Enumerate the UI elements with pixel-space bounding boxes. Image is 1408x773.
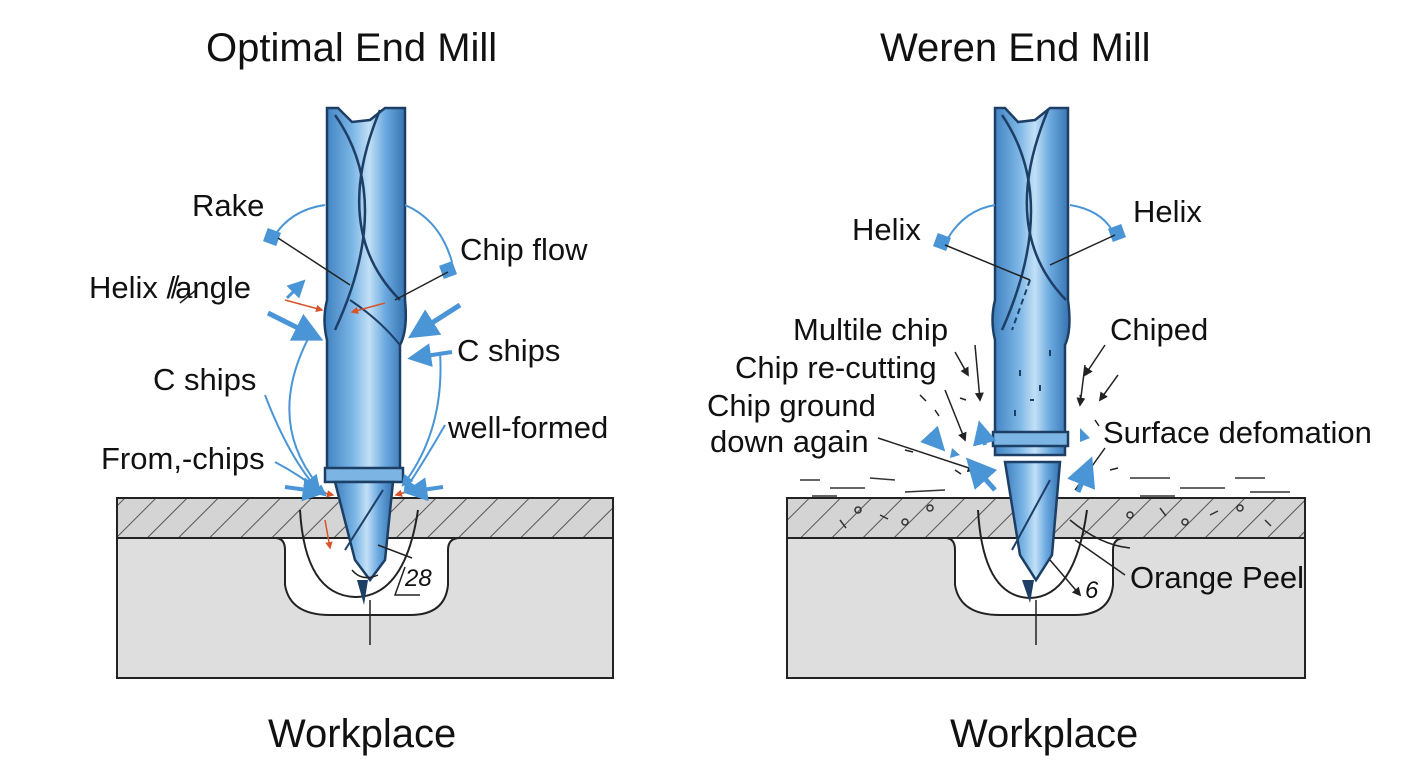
left-end-mill: [323, 106, 408, 605]
label-rake: Rake: [192, 188, 265, 223]
left-annotations: [179, 204, 462, 596]
label-from-chips: From,-chips: [101, 441, 265, 476]
label-helix-left: Helix: [852, 212, 921, 247]
label-chiped: Chiped: [1110, 312, 1209, 347]
label-c-ships-left: C ships: [153, 362, 257, 397]
angle-value-left: 28: [405, 565, 432, 592]
label-chip-flow: Chip flow: [460, 232, 588, 267]
left-panel-title: Optimal End Mill: [206, 26, 498, 70]
right-workpiece-label: Workplace: [950, 712, 1139, 756]
angle-value-right: 6: [1085, 577, 1099, 604]
right-annotations: [877, 204, 1131, 597]
label-helix-right: Helix: [1133, 194, 1202, 229]
right-end-mill: [991, 106, 1071, 603]
label-surface-deformation: Surface defomation: [1103, 415, 1372, 450]
label-c-ships-right: C ships: [457, 333, 561, 368]
label-helix-angle: Helix /̸angle: [89, 270, 251, 305]
label-orange-peel: Orange Peel: [1130, 560, 1305, 595]
label-chip-ground-line1: Chip ground: [707, 388, 876, 423]
label-chip-ground-line2: down again: [710, 424, 869, 459]
label-well-formed: well-formed: [448, 410, 609, 445]
right-panel-title: Weren End Mill: [880, 26, 1151, 70]
label-chip-recutting: Chip re-cutting: [735, 350, 937, 385]
label-multile-chip: Multile chip: [793, 312, 949, 347]
left-workpiece-label: Workplace: [268, 712, 457, 756]
